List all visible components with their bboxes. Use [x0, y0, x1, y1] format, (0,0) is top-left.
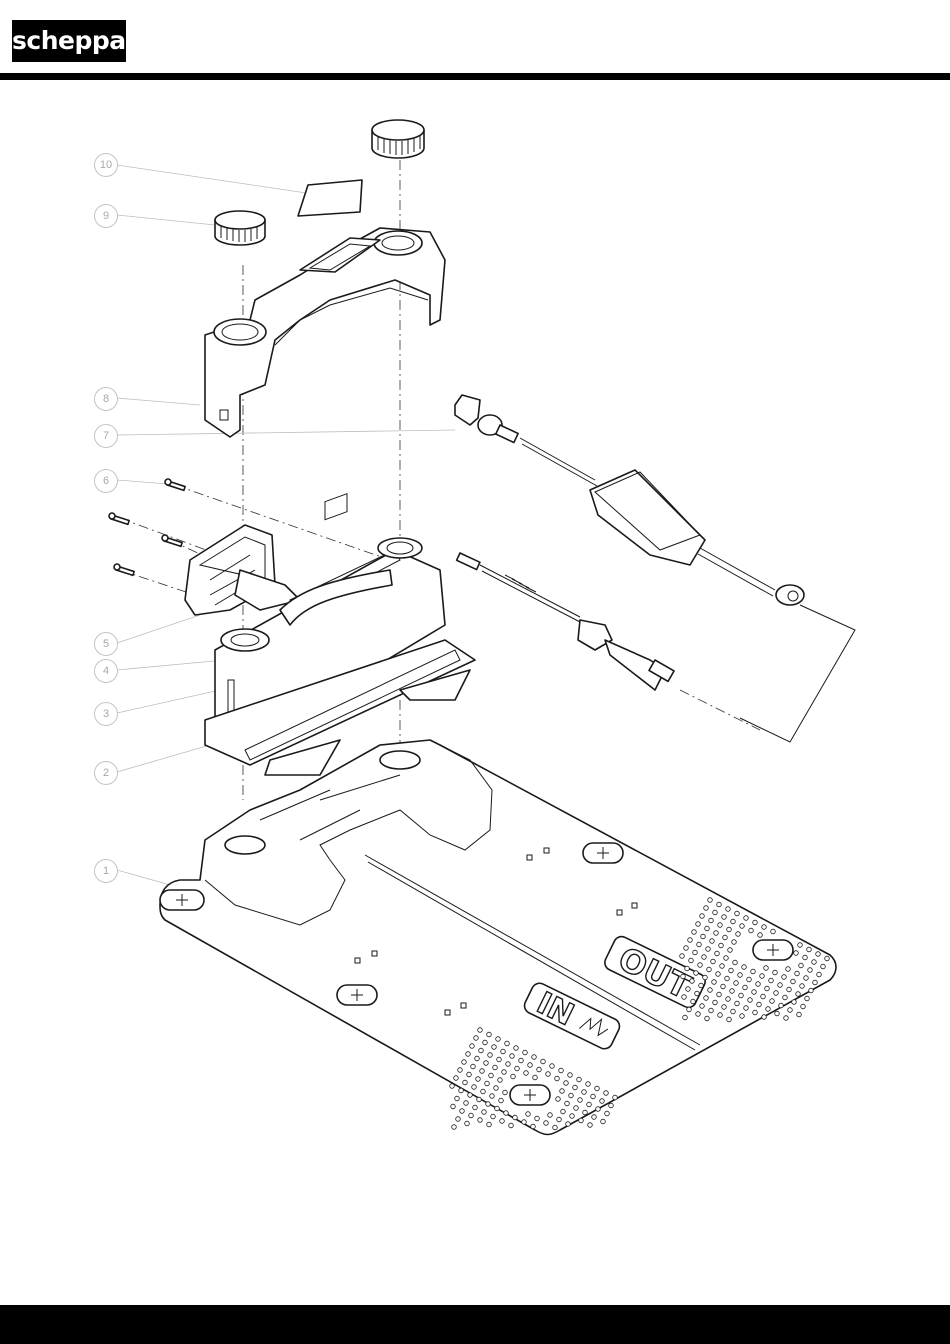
- callout-1: 1: [94, 859, 118, 883]
- callout-4: 4: [94, 659, 118, 683]
- contact-holder: [185, 525, 300, 615]
- callout-10: 10: [94, 153, 118, 177]
- callout-5: 5: [94, 632, 118, 656]
- charging-cable: [457, 553, 674, 690]
- callout-3: 3: [94, 702, 118, 726]
- top-cover: [205, 228, 445, 437]
- power-supply: [455, 395, 804, 605]
- callout-7: 7: [94, 424, 118, 448]
- footer-bar: [0, 1305, 950, 1344]
- connection-bracket: [740, 605, 855, 742]
- callout-6: 6: [94, 469, 118, 493]
- screw-cap-top: [372, 120, 424, 158]
- callout-8: 8: [94, 387, 118, 411]
- base-plate: OUT IN: [160, 740, 836, 1135]
- callout-2: 2: [94, 761, 118, 785]
- callout-9: 9: [94, 204, 118, 228]
- screws: [109, 479, 185, 575]
- label-plate: [298, 180, 362, 216]
- screw-cap-left: [215, 211, 265, 245]
